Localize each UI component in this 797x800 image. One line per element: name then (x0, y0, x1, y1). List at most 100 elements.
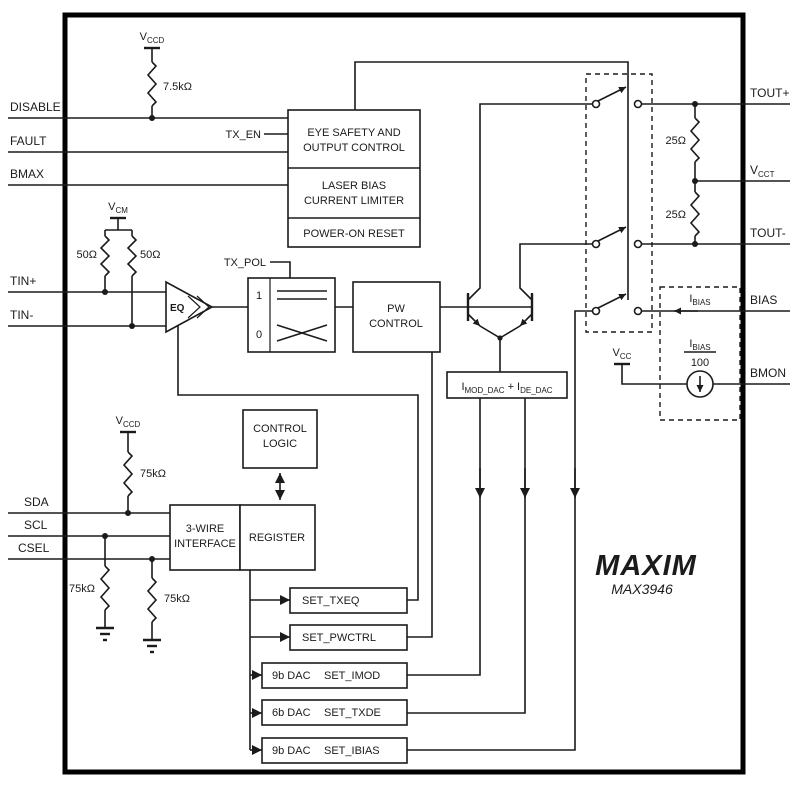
pin-bmax: BMAX (8, 167, 288, 186)
resistor-75k-scl (99, 565, 111, 611)
pin-label-bmon: BMON (750, 366, 786, 380)
resistor-50-left-label: 50Ω (77, 249, 97, 261)
three-wire-title-2: INTERFACE (174, 538, 236, 550)
set-pwctrl-box (289, 624, 408, 651)
set-txeq-block: SET_TXEQ (177, 326, 419, 614)
resistor-50-tinn (126, 235, 138, 277)
vccd-top-label: VCCD (140, 31, 165, 45)
dac-imod-label: SET_IMOD (324, 670, 380, 682)
right-transistor-collector (519, 243, 592, 301)
pin-label-vcct: VCCT (750, 163, 775, 179)
imod-ide-dac-block: IMOD_DAC + IDE_DAC (446, 371, 568, 399)
eye-safety-block: EYE SAFETY AND OUTPUT CONTROL LASER BIAS… (287, 109, 421, 248)
right-transistor-emitter-icon (519, 313, 533, 327)
pin-vcct: VCCT (695, 163, 790, 182)
resistor-75k-csel (146, 577, 158, 623)
wire-set-pwctrl-to-pw (407, 352, 433, 638)
pin-bias: BIAS (641, 293, 790, 312)
left-transistor-collector (467, 103, 592, 301)
eye-safety-title-1: EYE SAFETY AND (307, 127, 400, 139)
register-box (239, 504, 316, 571)
dac-imod-prefix: 9b DAC (272, 670, 311, 682)
pin-disable: DISABLE (8, 100, 288, 119)
ibias-fraction-numerator: IBIAS (689, 338, 710, 352)
pin-tin-plus: TIN+ (8, 274, 166, 293)
resistor-75k-scl-label: 75kΩ (69, 583, 95, 595)
pin-bmon: BMON (713, 366, 790, 385)
bias-limiter-title-2: CURRENT LIMITER (304, 195, 404, 207)
dac-txde-prefix: 6b DAC (272, 707, 311, 719)
mux-zero-label: 0 (256, 329, 262, 341)
resistor-25-top (689, 117, 701, 163)
control-logic-title-1: CONTROL (253, 423, 307, 435)
brand: MAXIM MAX3946 (595, 550, 697, 597)
scl-pulldown-network: 75kΩ (69, 533, 114, 642)
bias-monitor-outline (659, 286, 741, 421)
pin-label-tout-minus: TOUT- (750, 226, 786, 240)
left-transistor-emitter-icon (467, 313, 481, 327)
resistor-75k-sda (122, 451, 134, 497)
eye-safety-box (287, 109, 421, 248)
vccd-bottom-label: VCCD (116, 415, 141, 429)
part-number: MAX3946 (611, 581, 673, 597)
vcm-termination-network: VCM 50Ω 50Ω (77, 201, 160, 329)
set-pwctrl-block: SET_PWCTRL (289, 352, 433, 651)
sda-pullup-network: VCCD 75kΩ (116, 415, 166, 516)
dac-ibias-label: SET_IBIAS (324, 745, 380, 757)
vcm-label: VCM (108, 201, 128, 215)
tx-pol-mux: 1 0 TX_POL (224, 257, 336, 353)
pin-label-scl: SCL (24, 518, 48, 532)
resistor-50-right-label: 50Ω (140, 249, 160, 261)
pw-control-title-1: PW (387, 303, 405, 315)
eq-chevron-icon (187, 295, 201, 319)
output-differential-pair (440, 103, 592, 372)
wire-output-control-to-switches (354, 61, 629, 300)
por-title: POWER-ON RESET (303, 228, 405, 240)
resistor-50-tinp (99, 235, 111, 277)
set-txeq-label: SET_TXEQ (302, 595, 360, 607)
eq-chevron-icon (196, 295, 210, 319)
pin-label-tin-plus: TIN+ (10, 274, 36, 288)
dac-ibias-prefix: 9b DAC (272, 745, 311, 757)
pin-fault: FAULT (8, 134, 288, 153)
chip-outline (62, 12, 746, 775)
pin-label-csel: CSEL (18, 541, 50, 555)
dac-imod-box (261, 662, 408, 689)
maxim-logo: MAXIM (595, 550, 697, 582)
pw-control-title-2: CONTROL (369, 318, 423, 330)
pin-tin-minus: TIN- (8, 308, 166, 327)
switch-bias-icon (597, 293, 627, 309)
resistor-25-bottom-label: 25Ω (666, 209, 686, 221)
resistor-25-bottom (689, 191, 701, 237)
tx-pol-wire (270, 261, 291, 278)
pin-label-bias: BIAS (750, 293, 777, 307)
control-logic-box (242, 409, 318, 469)
set-pwctrl-label: SET_PWCTRL (302, 632, 376, 644)
register-block: REGISTER (239, 504, 316, 571)
dac-current-wires (407, 310, 592, 751)
imod-ide-dac-box (446, 371, 568, 399)
three-wire-title-1: 3-WIRE (186, 523, 225, 535)
dac-ibias-block: 9b DAC SET_IBIAS (261, 737, 408, 764)
output-termination-network: 25Ω 25Ω (666, 101, 701, 247)
dac-imod-block: 9b DAC SET_IMOD (261, 662, 408, 689)
ibias-label: IBIAS (689, 293, 710, 307)
pw-control-block: PW CONTROL (352, 281, 441, 353)
resistor-7_5k (146, 61, 158, 107)
tx-pol-label: TX_POL (224, 257, 266, 269)
pin-label-tout-plus: TOUT+ (750, 86, 789, 100)
three-wire-box (169, 504, 241, 571)
control-logic-title-2: LOGIC (263, 438, 297, 450)
pin-label-tin-minus: TIN- (10, 308, 33, 322)
switch-box-outline (585, 73, 653, 333)
pin-tout-plus: TOUT+ (641, 86, 790, 105)
pin-csel: CSEL (8, 541, 170, 560)
dac-txde-label: SET_TXDE (324, 707, 381, 719)
imod-ide-dac-label: IMOD_DAC + IDE_DAC (461, 381, 552, 395)
tx-en-signal: TX_EN (226, 129, 288, 141)
dac-txde-block: 6b DAC SET_TXDE (261, 699, 408, 726)
pin-label-fault: FAULT (10, 134, 47, 148)
switch-tout-minus-icon (597, 226, 627, 242)
